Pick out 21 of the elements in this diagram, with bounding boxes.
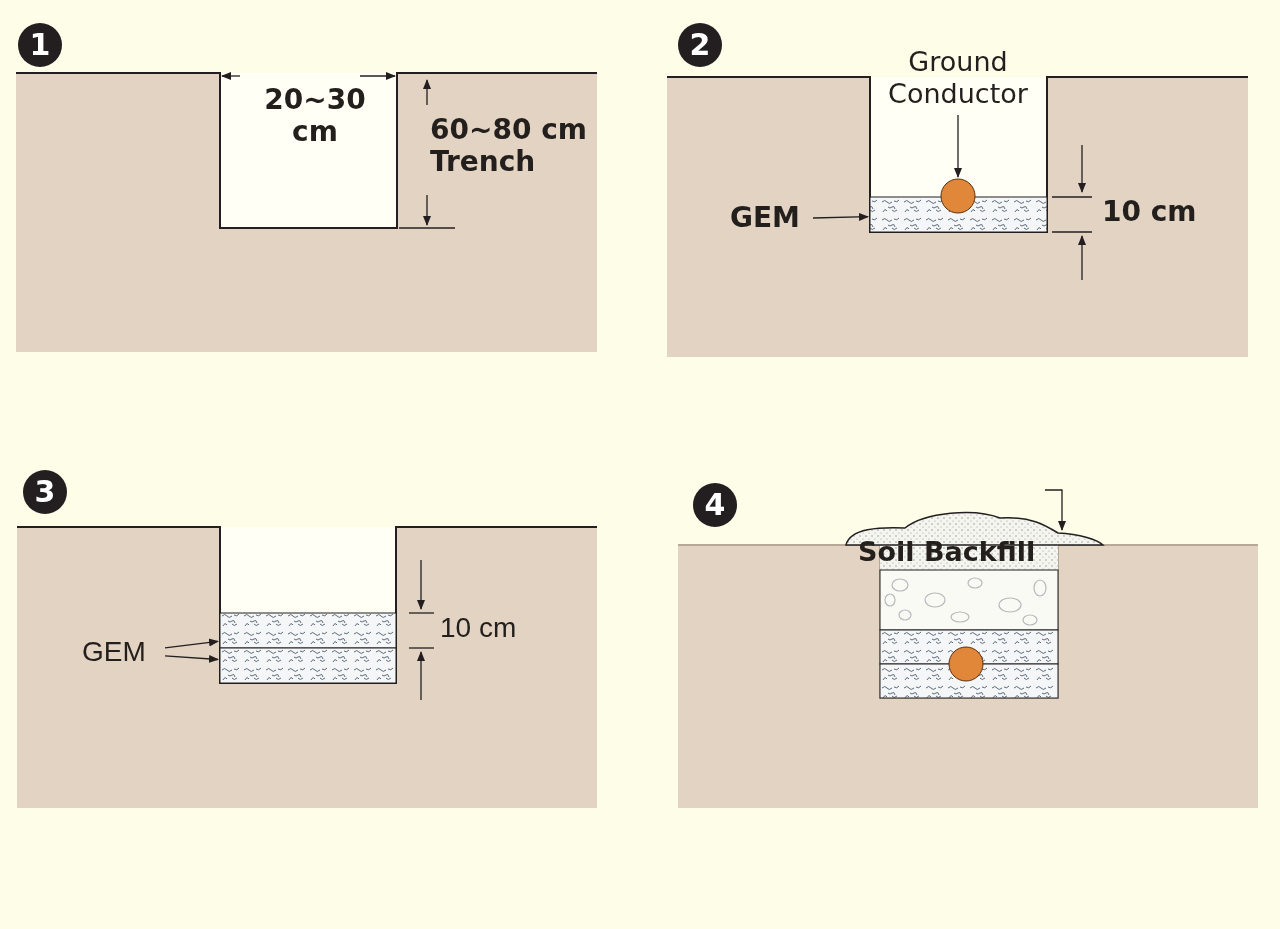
dimension-label: 10 cm bbox=[440, 612, 518, 645]
dimension-label: 20~30 cm bbox=[263, 84, 367, 149]
step-number: 4 bbox=[693, 483, 737, 527]
step-number: 1 bbox=[18, 23, 62, 67]
step-number: 2 bbox=[678, 23, 722, 67]
leader-line bbox=[164, 638, 219, 649]
conductor-cross-section bbox=[940, 178, 976, 214]
leader-line bbox=[812, 212, 869, 221]
dimension-label: 10 cm bbox=[1102, 196, 1198, 229]
dimension-label: 60~80 cm Trench bbox=[430, 114, 588, 179]
gem-layer bbox=[219, 612, 397, 649]
gem-layer bbox=[869, 196, 1048, 233]
leader-line bbox=[164, 654, 219, 663]
gem-layer bbox=[219, 647, 397, 684]
arrow bbox=[1044, 489, 1066, 531]
callout-label: Ground Conductor bbox=[878, 46, 1038, 111]
leader-line bbox=[954, 114, 962, 178]
step-number: 3 bbox=[23, 470, 67, 514]
callout-label: GEM bbox=[82, 636, 162, 669]
callout-label: GEM bbox=[730, 202, 810, 235]
part-label: Soil Backfill bbox=[858, 536, 1037, 568]
